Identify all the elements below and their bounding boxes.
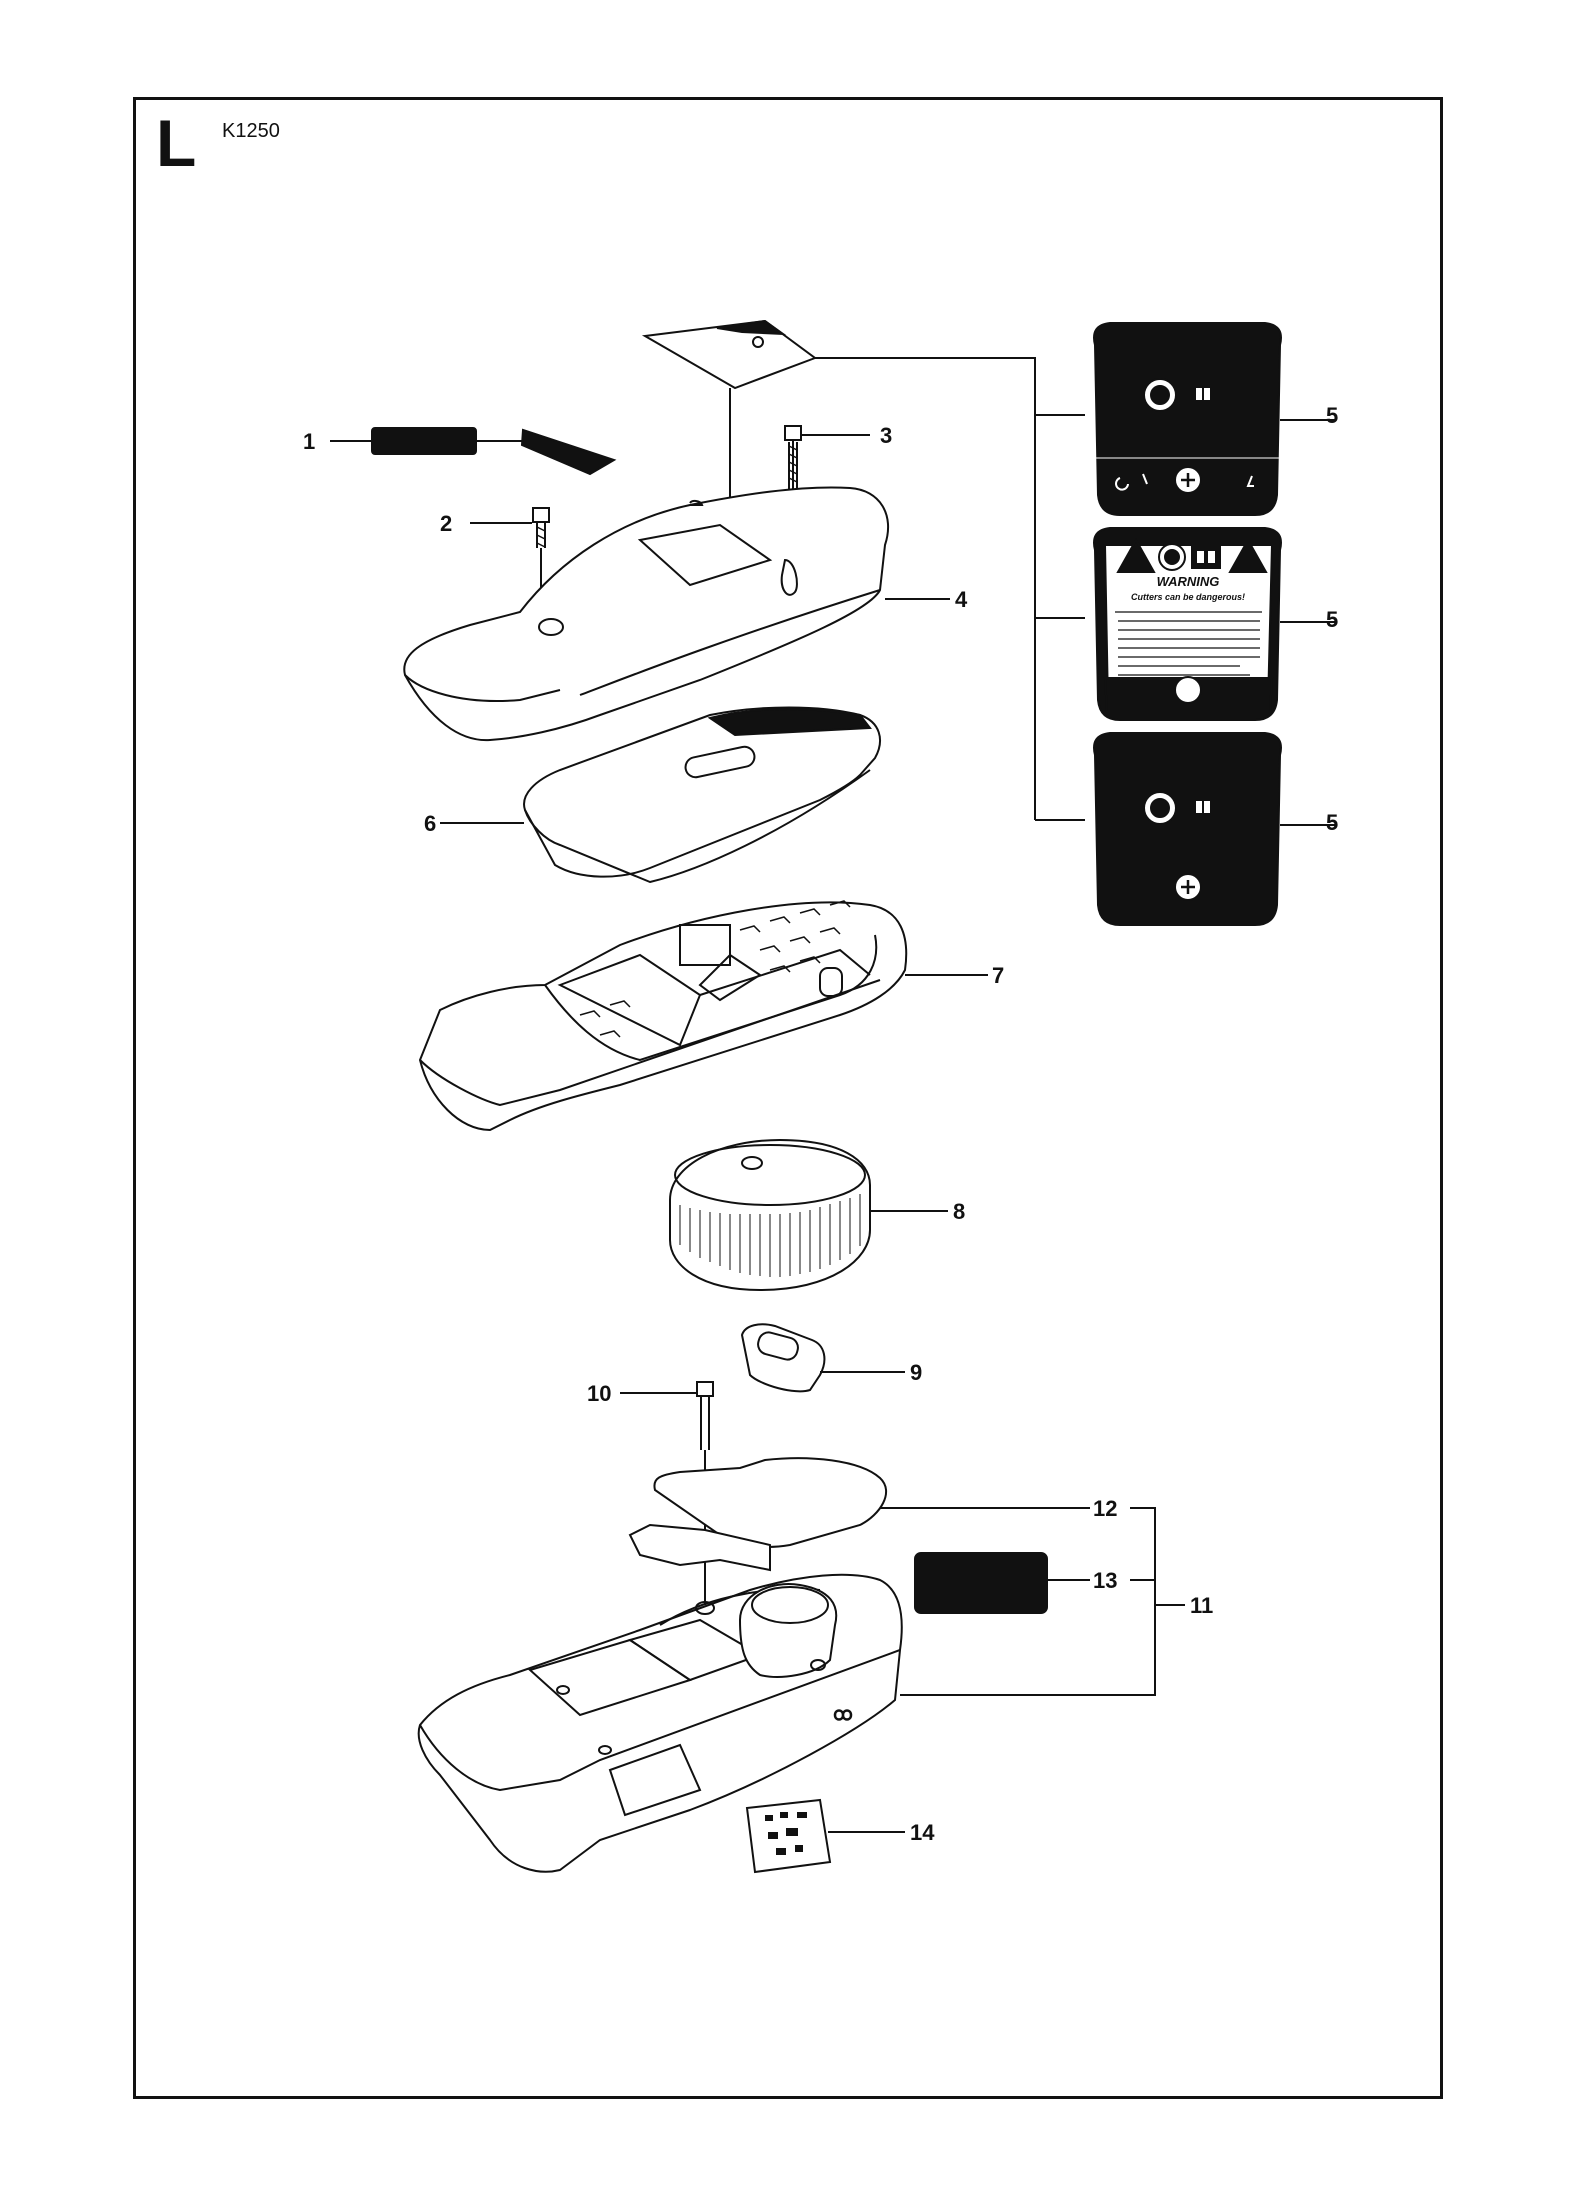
part-9-grommet — [740, 1323, 905, 1393]
part-8-air-filter — [669, 1138, 948, 1292]
callout-10: 10 — [587, 1381, 611, 1406]
part-11-bracket — [900, 1507, 1185, 1696]
warning-subtitle: Cutters can be dangerous! — [1131, 592, 1245, 602]
section-letter: L — [156, 106, 197, 180]
callout-3: 3 — [880, 423, 892, 448]
callout-1: 1 — [303, 429, 315, 454]
model-code: K1250 — [222, 120, 280, 142]
part-13-label — [914, 1552, 1090, 1614]
callout-8: 8 — [953, 1199, 965, 1224]
part-6-pad — [440, 706, 881, 884]
callout-5-a: 5 — [1326, 403, 1338, 428]
callout-4: 4 — [955, 587, 968, 612]
part-5-decal-c — [1093, 732, 1335, 926]
callout-6: 6 — [424, 811, 436, 836]
part-12-gasket — [628, 1457, 1090, 1572]
top-cover-decal — [641, 319, 1085, 821]
part-5-decal-b — [1093, 527, 1335, 721]
callout-14: 14 — [910, 1820, 935, 1845]
part-1-label — [330, 427, 617, 476]
part-11-base-housing — [417, 1573, 903, 1873]
callout-12: 12 — [1093, 1496, 1117, 1521]
callout-11: 11 — [1190, 1593, 1213, 1618]
callout-2: 2 — [440, 511, 452, 536]
drawing-frame: L K1250 — [133, 97, 1443, 2099]
callout-5-b: 5 — [1326, 607, 1338, 632]
callout-7: 7 — [992, 963, 1004, 988]
part-7-housing — [418, 900, 988, 1132]
callout-13: 13 — [1093, 1568, 1117, 1593]
part-14-sticker — [745, 1798, 905, 1874]
part-4-top-cover — [403, 486, 950, 742]
callout-9: 9 — [910, 1360, 922, 1385]
warning-title: WARNING — [1157, 574, 1220, 589]
callout-5-c: 5 — [1326, 810, 1338, 835]
part-5-decal-a — [1093, 322, 1335, 516]
